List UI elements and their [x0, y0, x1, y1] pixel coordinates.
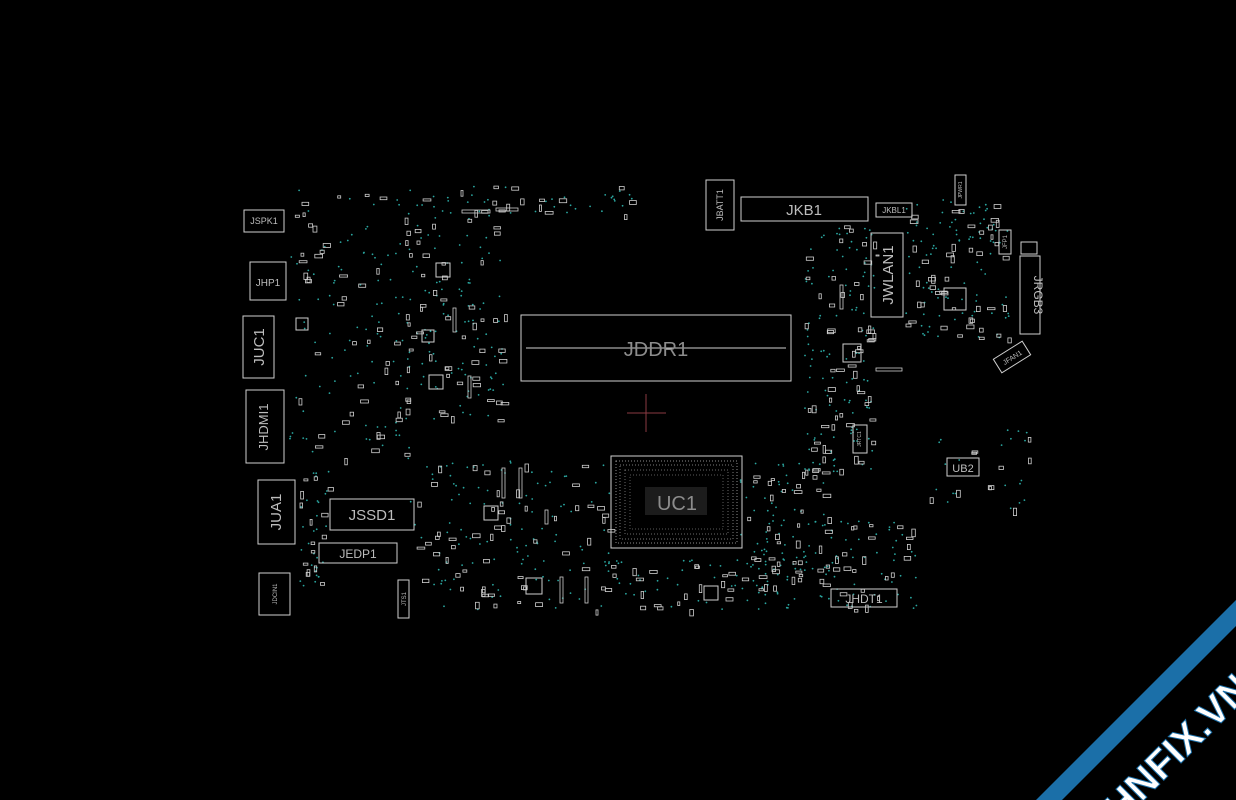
- label-jwlan1: JWLAN1: [880, 245, 897, 304]
- chip-uc1[interactable]: UC1: [610, 455, 743, 549]
- label-jddr1: JDDR1: [624, 339, 688, 361]
- connector-jssd1[interactable]: JSSD1: [329, 498, 415, 531]
- connector-jfp1[interactable]: JFP1: [998, 229, 1012, 255]
- connector-jpwr1[interactable]: JPWR1: [954, 174, 967, 206]
- label-jbatt1: JBATT1: [715, 189, 725, 221]
- connector-jua1[interactable]: JUA1: [257, 479, 296, 545]
- chip-ub2[interactable]: UB2: [946, 457, 980, 477]
- label-jhdt1: JHDT1: [845, 592, 883, 606]
- label-jedp1: JEDP1: [339, 547, 377, 561]
- small-components: [294, 185, 1032, 617]
- label-jssd1: JSSD1: [349, 507, 396, 524]
- connector-jkbl1[interactable]: JKBL1: [875, 202, 913, 218]
- connector-jspk1[interactable]: JSPK1: [243, 209, 285, 233]
- connector-jdcin1[interactable]: JDCIN1: [258, 572, 291, 616]
- label-ub2: UB2: [952, 463, 973, 475]
- connector-juc1[interactable]: JUC1: [242, 315, 275, 379]
- label-jhp1: JHP1: [256, 278, 281, 289]
- label-jhdmi1: JHDMI1: [256, 404, 271, 451]
- label-jrtc1: JRTC1: [857, 431, 863, 447]
- label-jpwr1: JPWR1: [958, 181, 964, 198]
- connector-jddr1[interactable]: JDDR1: [520, 314, 792, 382]
- label-juc1: JUC1: [251, 328, 268, 366]
- label-jfp1: JFP1: [1003, 234, 1009, 249]
- connector-jkb1[interactable]: JKB1: [740, 196, 869, 222]
- label-jkb1: JKB1: [786, 202, 822, 219]
- connector-jrtc1[interactable]: JRTC1: [852, 424, 868, 454]
- connector-jhdmi1[interactable]: JHDMI1: [245, 389, 285, 464]
- connector-jts1[interactable]: JTS1: [397, 579, 410, 619]
- connector-jhdt1[interactable]: JHDT1: [830, 588, 898, 608]
- label-uc1: UC1: [657, 493, 697, 515]
- connector-jhp1[interactable]: JHP1: [249, 261, 287, 301]
- connector-jfan1[interactable]: JFAN1: [992, 340, 1032, 374]
- connector-jedp1[interactable]: JEDP1: [318, 542, 398, 564]
- label-jspk1: JSPK1: [250, 216, 278, 226]
- connector-jwlan1[interactable]: JWLAN1: [870, 232, 904, 318]
- connector-jbatt1[interactable]: JBATT1: [705, 179, 735, 231]
- label-jrgb3: JRGB3: [1031, 276, 1045, 315]
- connector-jrgb3[interactable]: JRGB3: [1019, 241, 1045, 335]
- label-jts1: JTS1: [402, 591, 408, 606]
- label-jdcin1: JDCIN1: [273, 583, 279, 605]
- origin-marker: [627, 394, 666, 432]
- hnfix-watermark: HNFIX.VN: [1036, 600, 1236, 800]
- label-jua1: JUA1: [268, 494, 285, 531]
- label-jkbl1: JKBL1: [882, 206, 906, 215]
